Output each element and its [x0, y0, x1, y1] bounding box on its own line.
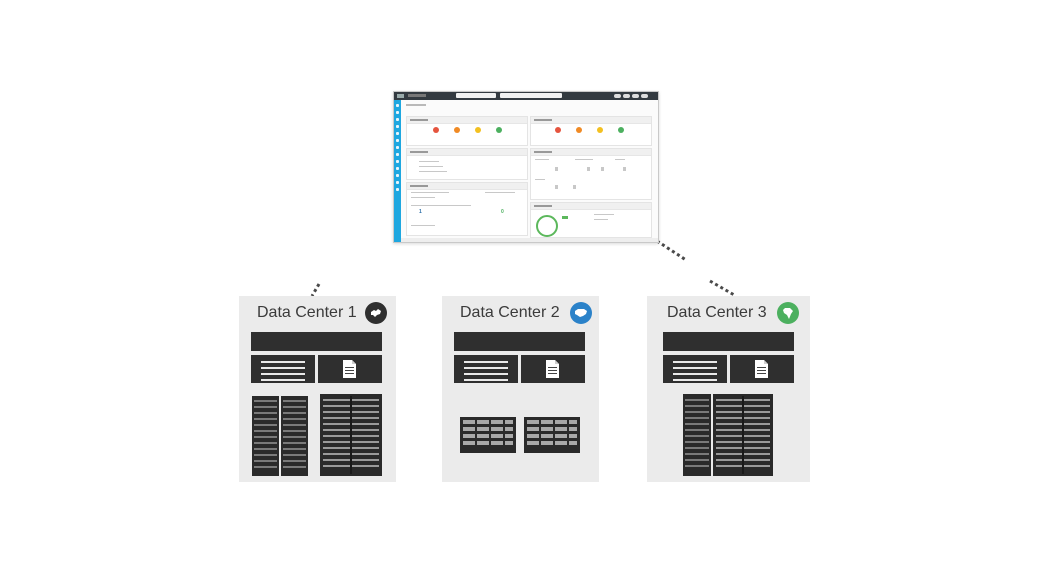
header-block — [251, 332, 382, 351]
document-icon — [755, 360, 768, 378]
document-icon — [343, 360, 356, 378]
list-block — [663, 355, 727, 383]
continent-icon — [365, 302, 387, 324]
health-gauge — [536, 215, 558, 237]
summary-panel: 1 0 — [406, 182, 528, 236]
list-block — [454, 355, 518, 383]
toolbar-pill — [641, 94, 648, 98]
summary-value-1: 1 — [419, 209, 422, 215]
dashboard-sidebar — [394, 100, 401, 242]
list-block — [251, 355, 315, 383]
country-icon — [777, 302, 799, 324]
search-field-mini — [456, 93, 496, 98]
data-center-card-3: Data Center 3 — [647, 296, 810, 482]
search-field-mini-2 — [500, 93, 562, 98]
toolbar-pill — [623, 94, 630, 98]
app-title-bar — [408, 94, 426, 97]
document-block — [318, 355, 382, 383]
health-tag — [562, 216, 568, 219]
server-rack-icon — [252, 396, 308, 476]
dashboard-topbar — [394, 92, 658, 100]
header-block — [454, 332, 585, 351]
data-center-title: Data Center 1 — [257, 304, 357, 321]
alarm-panel-left — [406, 116, 528, 146]
toolbar-pill — [632, 94, 639, 98]
document-block — [730, 355, 794, 383]
toolbar-pill — [614, 94, 621, 98]
chassis-server-icon — [460, 417, 580, 453]
dashboard-footer — [401, 238, 658, 242]
connector-dashboard-right — [656, 239, 687, 262]
alarm-panel-right — [530, 116, 652, 146]
summary-value-2: 0 — [501, 209, 504, 215]
connector-dc3 — [709, 279, 737, 298]
inventory-panel — [530, 148, 652, 200]
dashboard-screenshot: 1 0 — [393, 91, 659, 243]
server-rack-icon — [320, 394, 382, 476]
server-rack-icon — [683, 394, 773, 476]
map-icon — [570, 302, 592, 324]
data-center-title: Data Center 2 — [460, 304, 560, 321]
header-block — [663, 332, 794, 351]
list-panel — [406, 148, 528, 180]
data-center-card-2: Data Center 2 — [442, 296, 599, 482]
dashboard-breadcrumb — [406, 104, 426, 106]
document-block — [521, 355, 585, 383]
data-center-title: Data Center 3 — [667, 304, 767, 321]
app-logo — [397, 94, 404, 98]
document-icon — [546, 360, 559, 378]
data-center-card-1: Data Center 1 — [239, 296, 396, 482]
connector-dc1 — [310, 283, 321, 297]
